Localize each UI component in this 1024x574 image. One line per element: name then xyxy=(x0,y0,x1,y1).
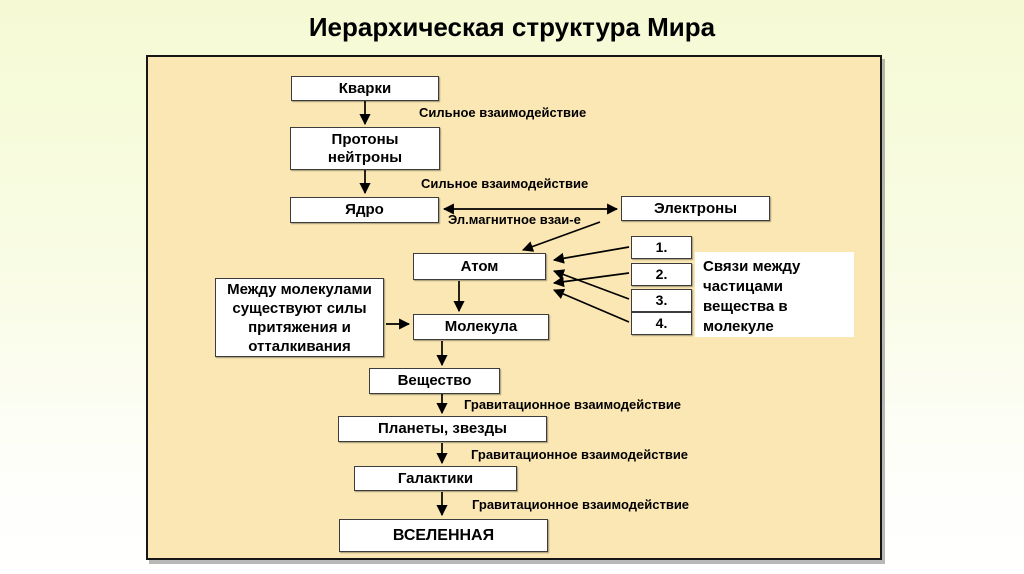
label-gravity-interaction-2: Гравитационное взаимодействие xyxy=(471,447,689,462)
label-gravity-interaction-3: Гравитационное взаимодействие xyxy=(472,497,690,512)
node-atom: Атом xyxy=(413,253,546,280)
node-universe: ВСЕЛЕННАЯ xyxy=(339,519,548,552)
node-quarks: Кварки xyxy=(291,76,439,101)
node-protons-neutrons: Протоны нейтроны xyxy=(290,127,440,170)
node-molecule: Молекула xyxy=(413,314,549,340)
numbered-box-1: 1. xyxy=(631,236,692,259)
node-electrons: Электроны xyxy=(621,196,770,221)
page-title: Иерархическая структура Мира xyxy=(308,12,716,42)
arrow-item4-to-atom xyxy=(552,288,630,323)
label-strong-interaction-2: Сильное взаимодействие xyxy=(421,176,589,191)
arrow-item1-to-atom xyxy=(552,246,630,264)
diagram-panel: Кварки Протоны нейтроны Ядро Электроны А… xyxy=(146,55,882,560)
node-nucleus: Ядро xyxy=(290,197,439,223)
label-electromagnetic-interaction: Эл.магнитное взаи-е xyxy=(448,212,581,227)
label-strong-interaction-1: Сильное взаимодействие xyxy=(419,105,587,120)
numbered-box-3: 3. xyxy=(631,289,692,312)
node-substance: Вещество xyxy=(369,368,500,394)
note-between-molecules: Между молекулами существуют силы притяже… xyxy=(215,278,384,357)
label-gravity-interaction-1: Гравитационное взаимодействие xyxy=(464,397,682,412)
note-bonds-between-particles: Связи между частицами вещества в молекул… xyxy=(695,252,854,337)
node-planets-stars: Планеты, звезды xyxy=(338,416,547,442)
arrow-item2-to-atom xyxy=(552,272,630,288)
node-galaxies: Галактики xyxy=(354,466,517,491)
numbered-box-4: 4. xyxy=(631,312,692,335)
arrow-item3-to-atom xyxy=(552,269,630,300)
numbered-box-2: 2. xyxy=(631,263,692,286)
